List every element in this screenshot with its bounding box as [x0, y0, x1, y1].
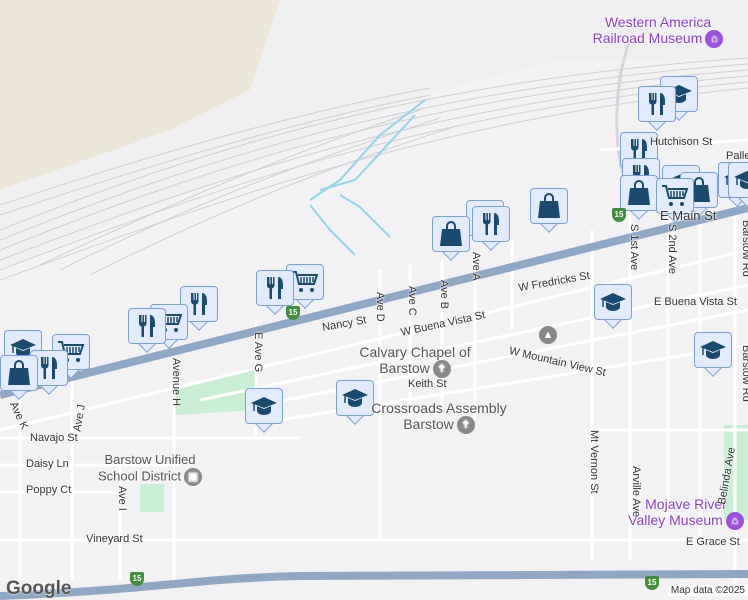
restaurant-marker[interactable] — [638, 86, 676, 132]
building-icon: ▣ — [184, 468, 203, 486]
marker-body — [638, 86, 676, 122]
street-label: Barstow Rd — [740, 220, 748, 277]
street-label: Navajo St — [30, 432, 78, 444]
poi-barstow-unified-school-district[interactable]: Barstow Unified School District▣ — [90, 452, 210, 486]
street-label: Barstow Rd — [740, 345, 748, 402]
marker-body — [594, 284, 632, 320]
shopping-bag-icon — [5, 359, 33, 387]
street-label: Ave A — [470, 252, 482, 281]
school-marker[interactable] — [245, 388, 283, 434]
poi-calvary-chapel[interactable]: Calvary Chapel of Barstow✝ — [350, 344, 480, 379]
restaurant-icon — [477, 210, 505, 238]
school-marker[interactable] — [694, 332, 732, 378]
street-label: E Buena Vista St — [654, 296, 737, 308]
restaurant-icon — [35, 354, 63, 382]
park-area — [140, 484, 164, 512]
school-icon — [599, 288, 627, 316]
desert-area — [0, 0, 280, 190]
map-attribution: Map data ©2025 — [667, 585, 748, 596]
restaurant-icon — [643, 90, 671, 118]
interstate-15-south — [0, 570, 748, 600]
interstate-15 — [0, 204, 748, 399]
interstate-shield: 15 — [130, 572, 144, 586]
street-label: E Grace St — [686, 536, 740, 548]
poi-mojave-river-valley-museum[interactable]: Mojave River Valley Museum⌂ — [626, 496, 746, 531]
shopping-bag-marker[interactable] — [432, 216, 470, 262]
street-label: Poppy Ct — [26, 484, 72, 496]
street-label: Hutchison St — [650, 136, 713, 148]
street-label: Vineyard St — [86, 533, 143, 545]
park-area — [175, 370, 255, 415]
street-label: Ave D — [374, 292, 386, 322]
interstate-shield: 15 — [286, 306, 300, 320]
poi-crossroads-assembly[interactable]: Crossroads Assembly Barstow✝ — [364, 400, 514, 435]
street-label: Keith St — [408, 378, 447, 390]
shopping-bag-marker[interactable] — [0, 355, 38, 401]
street-label: S 1st Ave — [628, 224, 640, 271]
shopping-cart-marker[interactable] — [656, 178, 694, 224]
restaurant-marker[interactable] — [256, 270, 294, 316]
street-label: E Main St — [660, 208, 717, 223]
street-label: Ave C — [406, 286, 418, 316]
interstate-shield: 15 — [645, 576, 659, 590]
school-icon: ▲ — [539, 326, 557, 344]
marker-body — [656, 178, 694, 214]
shopping-bag-icon — [535, 192, 563, 220]
shopping-cart-icon — [661, 182, 689, 210]
shopping-bag-marker[interactable] — [530, 188, 568, 234]
restaurant-marker[interactable] — [472, 206, 510, 252]
street-label: S 2nd Ave — [666, 224, 678, 274]
marker-body — [256, 270, 294, 306]
school-icon — [733, 166, 748, 194]
school-icon — [250, 392, 278, 420]
restaurant-icon — [261, 274, 289, 302]
school-marker[interactable] — [594, 284, 632, 330]
street-label: Ave I — [116, 486, 128, 511]
street-label: Mt Vernon St — [588, 430, 600, 494]
street-label: Palle — [726, 150, 748, 162]
marker-body — [472, 206, 510, 242]
school-marker[interactable] — [336, 380, 374, 426]
marker-body — [128, 308, 166, 344]
poi-western-america-railroad-museum[interactable]: Western America Railroad Museum⌂ — [588, 14, 728, 49]
shopping-bag-icon — [625, 179, 653, 207]
shopping-bag-icon — [437, 220, 465, 248]
street-label: E Ave G — [252, 332, 264, 373]
school-marker[interactable] — [728, 162, 748, 208]
church-icon: ✝ — [456, 416, 475, 435]
street-label: Daisy Ln — [26, 458, 69, 470]
interstate-shield: 15 — [612, 208, 626, 222]
street-label: Ave B — [438, 280, 450, 310]
restaurant-marker[interactable] — [128, 308, 166, 354]
church-icon: ✝ — [432, 360, 451, 379]
street-label: Avenue H — [170, 358, 182, 407]
open-land — [0, 0, 748, 270]
museum-icon: ⌂ — [725, 512, 744, 531]
museum-icon: ⌂ — [705, 30, 724, 49]
restaurant-icon — [185, 290, 213, 318]
street-label: Arville Ave — [630, 466, 642, 518]
waterway — [309, 99, 426, 256]
restaurant-icon — [133, 312, 161, 340]
marker-body — [728, 162, 748, 198]
school-icon — [699, 336, 727, 364]
shopping-cart-icon — [291, 268, 319, 296]
google-logo: Google — [6, 578, 72, 599]
